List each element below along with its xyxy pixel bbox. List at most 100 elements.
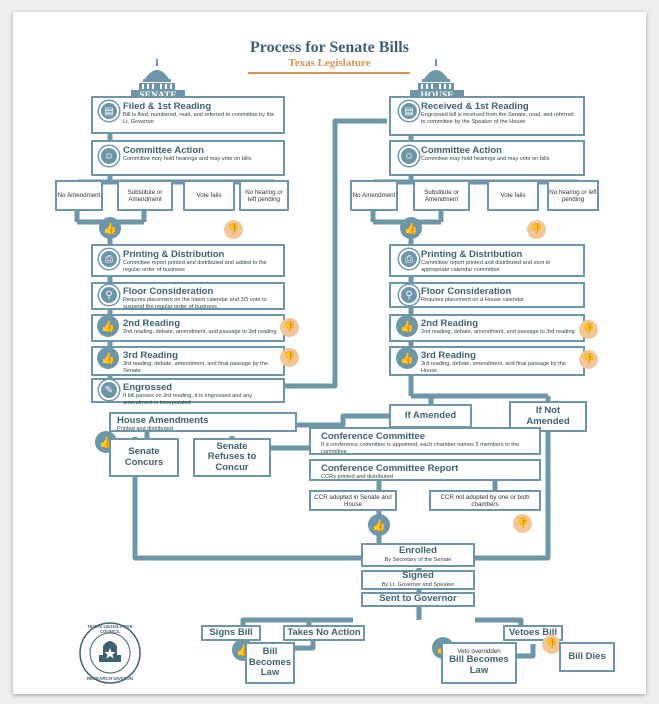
signed-desc: By Lt. Governor and Speaker bbox=[381, 581, 455, 588]
house-amendments-title: House Amendments bbox=[117, 415, 209, 426]
house-printing-step: Printing & Distribution Committee report… bbox=[389, 244, 585, 277]
senate-engrossed-title: Engrossed bbox=[123, 382, 173, 393]
senate-printing-title: Printing & Distribution bbox=[123, 249, 225, 260]
veto-overridden-box: Veto overridden Bill Becomes Law bbox=[441, 642, 517, 684]
thumbs-down-icon: 👎 bbox=[280, 348, 299, 367]
house-received-desc: Engrossed bill is received from the Sena… bbox=[421, 112, 574, 125]
thumbs-up-icon: 👍 bbox=[368, 514, 390, 536]
page-subtitle: Texas Legislature bbox=[288, 57, 371, 69]
thumbs-up-icon: 👍 bbox=[400, 217, 422, 239]
flowchart-sheet: Process for Senate Bills Texas Legislatu… bbox=[13, 12, 646, 694]
pencil-document-icon: ✎ bbox=[99, 380, 119, 400]
seal-top-text: TEXAS LEGISLATIVE COUNCIL bbox=[87, 624, 133, 634]
house-option-no-hearing: No hearing or left pending bbox=[547, 180, 599, 211]
sent-to-governor-box: Sent to Governor bbox=[361, 592, 475, 607]
house-committee-step: Committee Action Committee may hold hear… bbox=[389, 140, 585, 176]
ccr-adopted-box: CCR adopted in Senate and House bbox=[309, 490, 397, 511]
if-amended-box: If Amended bbox=[389, 404, 472, 428]
ccr-title: Conference Committee Report bbox=[321, 463, 459, 474]
house-committee-title: Committee Action bbox=[421, 145, 502, 156]
signs-bill-box: Signs Bill bbox=[201, 625, 261, 641]
senate-third-title: 3rd Reading bbox=[123, 350, 178, 361]
house-third-desc: 3rd reading, debate, amendment, and fina… bbox=[421, 361, 566, 374]
house-third-reading-step: 3rd Reading 3rd reading, debate, amendme… bbox=[389, 346, 585, 376]
veto-overridden-label: Veto overridden bbox=[457, 648, 501, 655]
senate-floor-title: Floor Consideration bbox=[123, 286, 214, 297]
people-icon: ☺ bbox=[99, 146, 119, 166]
senate-printing-desc: Committee report printed and distributed… bbox=[123, 260, 267, 273]
location-pin-icon: ⚲ bbox=[99, 285, 119, 305]
location-pin-icon: ⚲ bbox=[399, 285, 419, 305]
senate-second-title: 2nd Reading bbox=[123, 318, 181, 329]
thumbs-up-icon: 👍 bbox=[99, 217, 121, 239]
senate-banner: SENATE bbox=[131, 90, 185, 101]
legislative-council-seal-icon bbox=[79, 622, 141, 684]
thumbs-up-icon: 👍 bbox=[396, 347, 418, 369]
senate-option-no-amendment: No Amendment bbox=[55, 180, 103, 211]
senate-engrossed-desc: If bill passes on 3rd reading, it is eng… bbox=[123, 393, 253, 406]
ccr-desc: CCRs printed and distributed bbox=[321, 474, 393, 480]
seal-bottom-text: RESEARCH DIVISION bbox=[86, 676, 134, 681]
house-option-substitute: Substitute or Amendment bbox=[413, 180, 470, 211]
thumbs-up-icon: 👍 bbox=[97, 347, 119, 369]
senate-second-desc: 2nd reading, debate, amendment, and pass… bbox=[123, 329, 277, 335]
house-floor-title: Floor Consideration bbox=[421, 286, 512, 297]
people-icon: ☺ bbox=[399, 146, 419, 166]
document-icon: ▤ bbox=[99, 101, 119, 121]
signed-step: Signed By Lt. Governor and Speaker bbox=[361, 570, 475, 590]
thumbs-down-icon: 👎 bbox=[579, 350, 598, 369]
thumbs-down-icon: 👎 bbox=[224, 220, 243, 239]
enrolled-title: Enrolled bbox=[398, 545, 437, 557]
house-received-step: Received & 1st Reading Engrossed bill is… bbox=[389, 96, 585, 136]
signed-title: Signed bbox=[402, 570, 434, 582]
house-printing-desc: Committee report printed and distributed… bbox=[421, 260, 551, 273]
title-underline bbox=[248, 72, 410, 74]
house-second-reading-step: 2nd Reading 2nd reading, debate, amendme… bbox=[389, 314, 585, 342]
senate-printing-step: Printing & Distribution Committee report… bbox=[91, 244, 285, 277]
senate-filed-desc: Bill is filed, numbered, read, and refer… bbox=[123, 112, 275, 125]
senate-third-reading-step: 3rd Reading 3rd reading, debate, amendme… bbox=[91, 346, 285, 376]
thumbs-down-icon: 👎 bbox=[513, 514, 532, 533]
thumbs-down-icon: 👎 bbox=[280, 318, 299, 337]
house-second-title: 2nd Reading bbox=[421, 318, 479, 329]
ccr-not-adopted-box: CCR not adopted by one or both chambers bbox=[429, 490, 541, 511]
house-received-title: Received & 1st Reading bbox=[421, 101, 529, 112]
bill-dies-box: Bill Dies bbox=[559, 642, 615, 672]
senate-engrossed-step: Engrossed If bill passes on 3rd reading,… bbox=[91, 378, 285, 406]
page-title: Process for Senate Bills bbox=[250, 39, 409, 56]
house-floor-desc: Requires placement on a House calendar bbox=[421, 297, 524, 303]
printer-icon: ⎙ bbox=[99, 249, 119, 269]
house-option-no-amendment: No Amendment bbox=[350, 180, 398, 211]
conference-title: Conference Committee bbox=[321, 431, 425, 442]
senate-second-reading-step: 2nd Reading 2nd reading, debate, amendme… bbox=[91, 314, 285, 342]
senate-concurs-box: Senate Concurs bbox=[109, 438, 179, 477]
conference-desc: If a conference committee is appointed, … bbox=[321, 442, 520, 455]
senate-filed-title: Filed & 1st Reading bbox=[123, 101, 212, 112]
senate-filed-step: Filed & 1st Reading Bill is filed, numbe… bbox=[91, 96, 285, 134]
bill-becomes-law-2: Bill Becomes Law bbox=[449, 654, 509, 676]
thumbs-down-icon: 👎 bbox=[527, 220, 546, 239]
enrolled-step: Enrolled By Secretary of the Senate bbox=[361, 543, 475, 567]
conference-committee-step: Conference Committee If a conference com… bbox=[309, 427, 541, 455]
ccr-step: Conference Committee Report CCRs printed… bbox=[309, 459, 541, 481]
senate-committee-desc: Committee may hold hearings and may vote… bbox=[123, 156, 252, 162]
if-not-amended-box: If Not Amended bbox=[509, 401, 587, 432]
thumbs-down-icon: 👎 bbox=[579, 320, 598, 339]
house-printing-title: Printing & Distribution bbox=[421, 249, 523, 260]
house-floor-step: Floor Consideration Requires placement o… bbox=[389, 282, 585, 308]
thumbs-up-icon: 👍 bbox=[97, 315, 119, 337]
house-committee-desc: Committee may hold hearings and may vote… bbox=[421, 156, 550, 162]
senate-option-substitute: Substitute or Amendment bbox=[117, 180, 173, 211]
house-banner: HOUSE bbox=[410, 90, 464, 101]
thumbs-down-icon: 👎 bbox=[542, 635, 561, 654]
senate-committee-title: Committee Action bbox=[123, 145, 204, 156]
senate-option-no-hearing: No hearing or left pending bbox=[239, 180, 289, 211]
senate-third-desc: 3rd reading, debate, amendment, and fina… bbox=[123, 361, 268, 374]
bill-becomes-law-box: Bill Becomes Law bbox=[245, 642, 295, 684]
takes-no-action-box: Takes No Action bbox=[283, 625, 365, 641]
senate-capitol-icon bbox=[139, 59, 454, 90]
house-amendments-step: House Amendments Printed and distributed bbox=[109, 412, 297, 432]
senate-refuses-box: Senate Refuses to Concur bbox=[193, 438, 271, 477]
senate-floor-step: Floor Consideration Requires placement o… bbox=[91, 282, 285, 310]
senate-committee-step: Committee Action Committee may hold hear… bbox=[91, 140, 285, 176]
